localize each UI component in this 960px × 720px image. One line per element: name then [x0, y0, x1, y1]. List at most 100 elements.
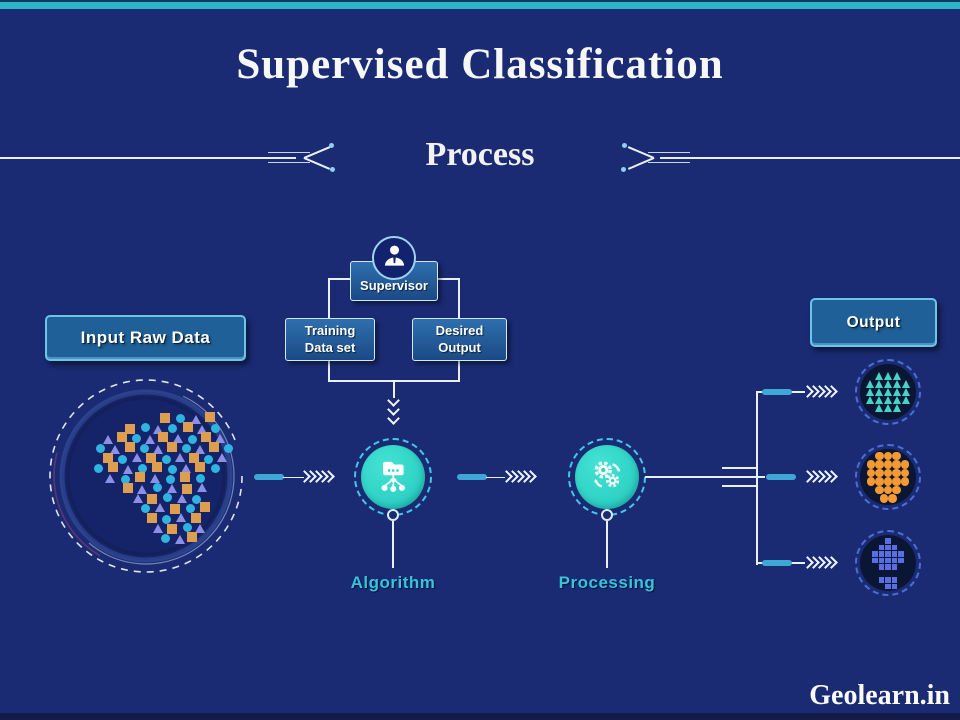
processing-node — [575, 445, 639, 509]
divider-accent-line — [648, 152, 690, 153]
circle-mark — [875, 468, 884, 477]
circle-mark — [888, 494, 897, 503]
data-point — [125, 424, 135, 434]
data-point — [205, 412, 215, 422]
triangle-mark — [866, 388, 874, 396]
gears-icon — [587, 455, 627, 500]
desired-label-line1: Desired — [435, 323, 484, 339]
divider-accent-line — [268, 162, 310, 163]
output-class-triangles — [855, 359, 921, 425]
page-title: Supervised Classification — [236, 41, 724, 88]
data-point — [160, 533, 170, 543]
square-mark — [878, 564, 885, 570]
triangle-mark — [875, 396, 883, 404]
processing-label: Processing — [558, 573, 656, 592]
triangle-mark — [875, 372, 883, 380]
processing-connector-dot — [601, 509, 613, 521]
triangle-mark — [902, 396, 910, 404]
data-point — [181, 443, 191, 453]
flowchart-folder-icon — [372, 454, 414, 501]
data-point — [123, 483, 133, 493]
data-point — [162, 492, 172, 502]
branch-parallel-line — [722, 485, 758, 487]
square-mark — [898, 551, 904, 557]
triangle-mark — [866, 396, 874, 404]
triangle-mark — [893, 388, 901, 396]
flow-segment — [762, 560, 792, 566]
data-point — [167, 524, 177, 534]
data-point — [140, 503, 150, 513]
square-mark — [872, 551, 878, 557]
flow-segment — [766, 474, 796, 480]
triangle-mark — [893, 396, 901, 404]
data-point — [195, 462, 205, 472]
connector-line — [458, 278, 460, 318]
data-point — [223, 443, 233, 453]
connector-line — [329, 278, 351, 280]
data-point — [108, 462, 118, 472]
data-point — [131, 433, 141, 443]
input-raw-data-label: Input Raw Data — [80, 328, 211, 347]
triangle-mark — [875, 388, 883, 396]
algorithm-label: Algorithm — [350, 573, 436, 592]
desired-label-line2: Output — [438, 339, 481, 355]
data-point — [191, 494, 201, 504]
square-mark — [878, 551, 885, 557]
training-label-line2: Data set — [304, 339, 356, 355]
data-point — [158, 432, 168, 442]
top-accent-bar — [0, 2, 960, 9]
data-point — [187, 532, 197, 542]
data-point — [167, 442, 177, 452]
squares-cluster — [860, 535, 916, 591]
triangle-mark — [884, 372, 892, 380]
supervisor-avatar — [372, 236, 416, 280]
circle-mark — [900, 477, 910, 486]
triangle-mark — [875, 404, 883, 412]
circle-mark — [892, 477, 901, 486]
square-mark — [885, 544, 891, 550]
triangle-mark — [884, 380, 892, 388]
output-box: Output — [810, 298, 937, 347]
triangle-mark — [893, 372, 901, 380]
data-point — [110, 444, 120, 454]
data-point — [217, 452, 227, 462]
data-point — [191, 513, 201, 523]
connector-line — [328, 278, 330, 318]
data-point — [195, 523, 205, 533]
data-point — [197, 424, 207, 434]
data-point — [173, 433, 183, 443]
data-point — [180, 472, 190, 482]
data-point — [132, 452, 142, 462]
connector-line — [328, 361, 330, 381]
flow-line — [486, 476, 505, 478]
circle-mark — [866, 468, 876, 477]
triangle-mark — [884, 388, 892, 396]
square-mark — [891, 557, 898, 563]
data-point — [139, 443, 149, 453]
data-point — [146, 453, 156, 463]
data-point — [152, 462, 162, 472]
flow-chevrons-icon — [500, 470, 537, 483]
bottom-accent-bar — [0, 713, 960, 720]
data-point — [185, 503, 195, 513]
data-point — [167, 464, 177, 474]
data-point — [201, 432, 211, 442]
divider-dot — [622, 143, 627, 148]
flow-line — [283, 476, 304, 478]
triangle-mark — [884, 396, 892, 404]
triangle-mark — [866, 380, 874, 388]
data-point — [182, 522, 192, 532]
data-point — [175, 452, 185, 462]
triangles-cluster — [860, 364, 916, 420]
square-mark — [872, 557, 878, 563]
circle-mark — [883, 477, 893, 486]
data-point — [210, 463, 220, 473]
connector-line — [437, 278, 459, 280]
data-point — [147, 494, 157, 504]
data-point — [137, 463, 147, 473]
square-mark — [891, 577, 898, 583]
data-point — [187, 434, 197, 444]
data-point — [191, 414, 201, 424]
data-point — [195, 473, 205, 483]
triangle-mark — [884, 404, 892, 412]
